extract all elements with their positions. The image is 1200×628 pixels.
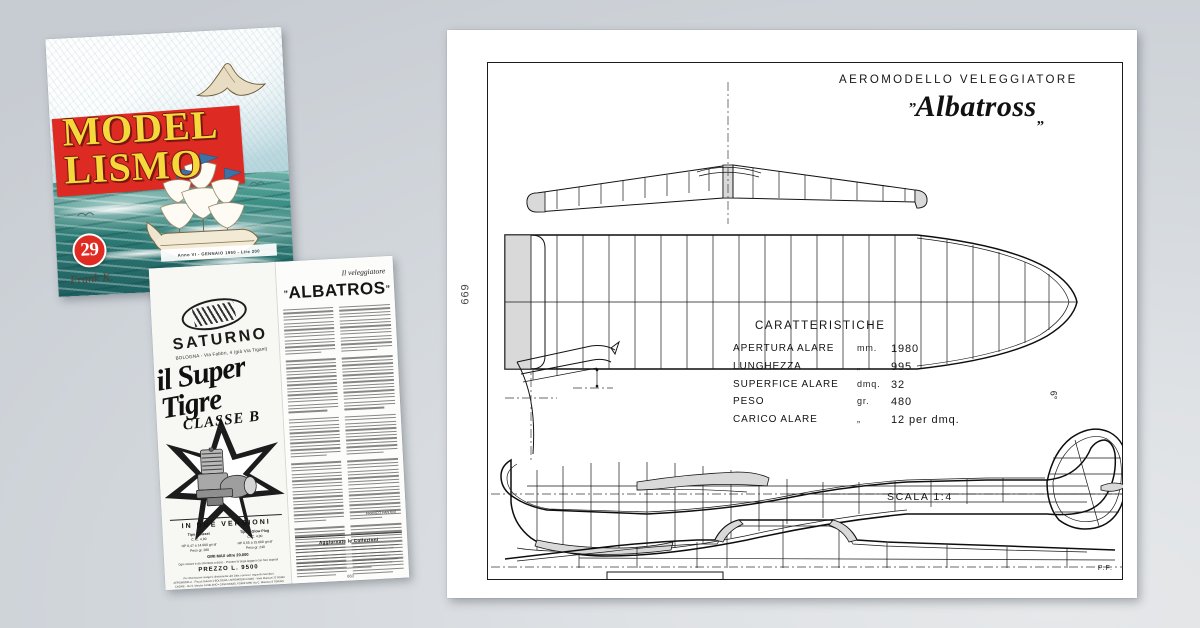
spec-label: PESO: [733, 396, 765, 408]
ad-col-spec1: C. C. 4,80: [247, 534, 263, 540]
plan-border-frame: [487, 62, 1123, 580]
model-engine-photo-icon: [196, 446, 257, 507]
fuselage-top-view: [491, 519, 1123, 580]
cover-title-line2: LISMO: [63, 140, 204, 193]
ad-col-spec2: HP 0,55 a 15.000 gri al’: [237, 538, 273, 545]
article-text-line: [290, 450, 342, 455]
spec-unit: dmq.: [857, 378, 881, 389]
article-text-line: [350, 516, 383, 520]
article-text-line: [294, 519, 326, 523]
advertisement-page: SATURNO BOLOGNA - Via Fabbri, 4 (già Via…: [148, 261, 293, 591]
plan-scale-label: SCALA 1:4: [887, 491, 953, 503]
article-text-line: [341, 344, 393, 349]
spec-row: APERTURA ALARE mm. 1980: [733, 341, 963, 359]
spec-label: LUNGHEZZA: [733, 360, 802, 372]
spec-label: APERTURA ALARE: [733, 343, 835, 354]
spec-label: SUPERFICE ALARE: [733, 378, 839, 390]
plan-model-name: „Albatross„: [909, 90, 1044, 127]
dihedral-angle-label: 6°: [1048, 390, 1059, 400]
spec-value: 995: [891, 360, 913, 373]
article-text-line: [353, 581, 405, 584]
spec-value: 32: [891, 378, 906, 391]
spec-row: SUPERFICE ALARE dmq. 32: [733, 377, 963, 395]
article-text-line: [344, 402, 396, 407]
spec-unit: „: [857, 360, 861, 371]
distant-bird-icon: [249, 181, 265, 186]
spec-row: PESO gr. 480: [733, 394, 963, 412]
ad-col-title: Tipo a Glow Plug: [240, 528, 270, 535]
article-title: „ALBATROS„: [283, 278, 391, 303]
article-title-text: ALBATROS: [287, 278, 387, 303]
plan-model-name-text: Albatross: [915, 90, 1037, 123]
article-text-line: [346, 447, 398, 452]
spec-unit: gr.: [857, 396, 870, 407]
spec-label: CARICO ALARE: [733, 414, 818, 426]
article-page: Il veleggiatore „ALBATROS„ FRANCO FANTIN…: [275, 255, 410, 584]
magazine-inner-pages[interactable]: SATURNO BOLOGNA - Via Fabbri, 4 (già Via…: [148, 255, 410, 591]
article-column-1: [282, 306, 348, 584]
spec-row: CARICO ALARE „ 12 per dmq.: [733, 412, 963, 430]
spec-value: 480: [891, 396, 913, 409]
tail-fin: [1046, 428, 1123, 530]
spec-row: LUNGHEZZA „ 995: [733, 359, 963, 377]
spec-unit: „: [857, 414, 861, 425]
fuselage-side-view: [491, 428, 1123, 557]
galleon-ship-icon: [146, 153, 259, 260]
article-text-line: [285, 347, 336, 352]
ad-col-spec2: HP 0,47 a 14.000 gri al’: [181, 541, 218, 548]
magazine-cover[interactable]: MODEL LISMO 29 Frank K. Anno VI - GENNAI…: [45, 27, 295, 297]
plan-folio-number: 669: [459, 283, 472, 305]
distant-birds-icon: [77, 212, 95, 217]
ad-col-spec1: C. C. 4,80: [191, 537, 207, 543]
article-footer-box: Aggiornate le Collezioni: [294, 531, 404, 574]
airfoil-section-detail: [505, 340, 620, 462]
wing-front-view: [526, 82, 928, 224]
article-text-line: [293, 515, 345, 520]
ad-col-spec3: Peso gr. 240: [245, 544, 266, 550]
technical-drawings-group: [491, 82, 1123, 580]
article-text-columns: [282, 304, 405, 584]
article-kicker: Il veleggiatore: [341, 266, 386, 278]
ad-dealers-block: Per informazioni rivolgersi direttamente…: [171, 572, 287, 590]
wing-plan-view: [504, 234, 1078, 370]
draftsman-initials: P.F.: [1097, 565, 1113, 572]
seagull-icon: [195, 63, 267, 97]
ad-spec-column-diesel: Tipo a Diesel C. C. 4,80 HP 0,47 a 14.00…: [171, 531, 228, 555]
page-folio-number: 660: [347, 573, 355, 579]
plan-sheet[interactable]: 669 AEROMODELLO VELEGGIATORE „Albatross„: [447, 30, 1137, 598]
article-footer-lines: [295, 543, 404, 571]
ad-spec-column-glow: Tipo a Glow Plug C. C. 4,80 HP 0,55 a 15…: [227, 528, 284, 552]
ad-col-title: Tipo a Diesel: [187, 531, 210, 537]
spec-value: 1980: [891, 343, 920, 355]
article-text-line: [288, 405, 339, 410]
specs-title: CARATTERISTICHE: [755, 320, 886, 332]
spec-unit: mm.: [857, 343, 878, 353]
article-column-2: [339, 304, 405, 584]
ad-col-spec3: Peso gr. 280: [189, 547, 210, 553]
spec-value: 12 per dmq.: [891, 414, 960, 427]
plan-kicker-text: AEROMODELLO VELEGGIATORE: [839, 74, 1078, 86]
